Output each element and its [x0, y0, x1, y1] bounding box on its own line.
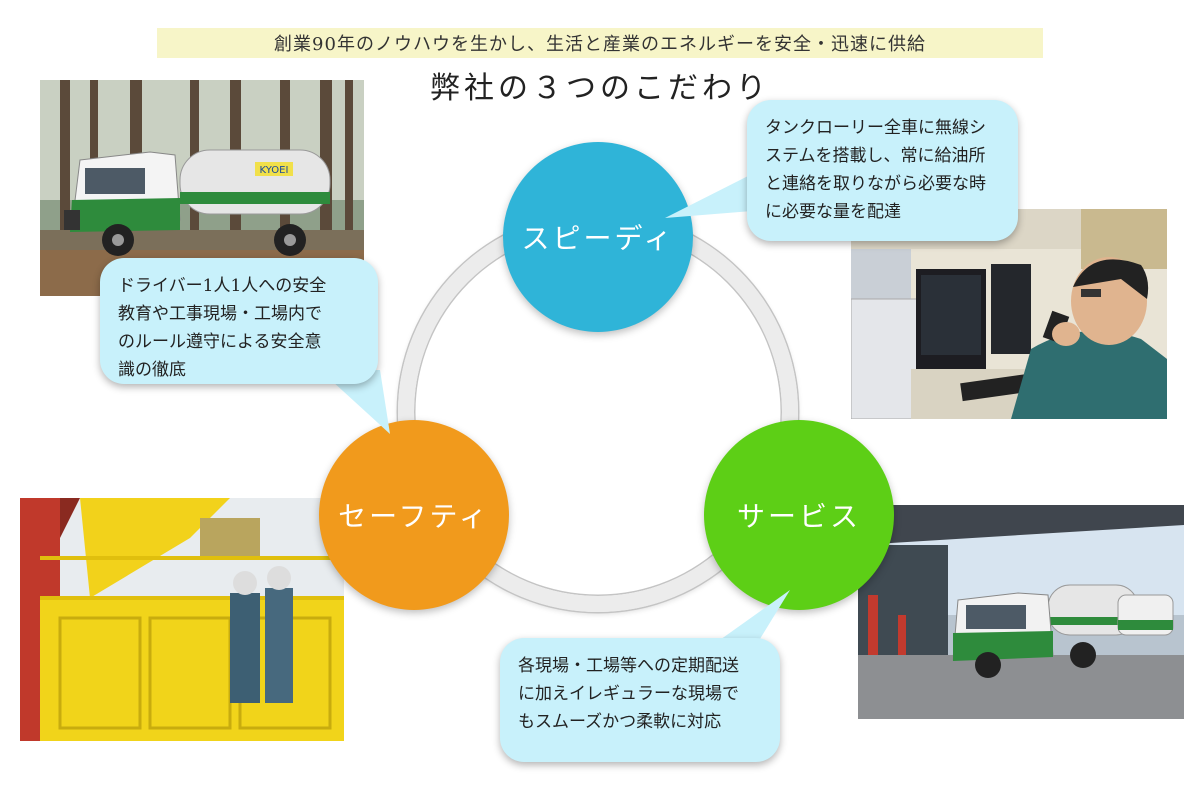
bubble-speedy: タンクローリー全車に無線シ ステムを搭載し、常に給油所 と連絡を取りながら必要な…: [747, 100, 1018, 241]
node-speedy: スピーディ: [503, 142, 693, 332]
bubble-safety-line: 識の徹底: [118, 360, 186, 380]
bubble-service-line: に加えイレギュラーな現場で: [518, 684, 739, 704]
node-service: サービス: [704, 420, 894, 610]
bubble-speedy-tail: [665, 175, 765, 218]
bubble-speedy-line: タンクローリー全車に無線シ: [765, 118, 986, 138]
node-speedy-label: スピーディ: [521, 222, 675, 255]
bubble-service: 各現場・工場等への定期配送 に加えイレギュラーな現場で もスムーズかつ柔軟に対応: [500, 638, 780, 762]
node-safety-label: セーフティ: [338, 500, 490, 533]
photo-tank-trucks-depot: [858, 505, 1184, 719]
photo-workers-yellow-machine: [20, 498, 344, 741]
bubble-speedy-line: と連絡を取りながら必要な時: [765, 174, 986, 194]
bubble-speedy-line: ステムを搭載し、常に給油所: [765, 146, 986, 166]
bubble-safety: ドライバー1人1人への安全 教育や工事現場・工場内で のルール遵守による安全意 …: [100, 258, 378, 384]
bubble-service-line: 各現場・工場等への定期配送: [518, 656, 739, 676]
bubble-service-tail: [710, 590, 790, 647]
photo-tank-truck-forest: KYOEI: [40, 80, 364, 296]
bubble-safety-line: ドライバー1人1人への安全: [118, 276, 327, 296]
node-service-label: サービス: [736, 500, 861, 533]
bubble-safety-line: 教育や工事現場・工場内で: [118, 304, 322, 324]
truck-logo: KYOEI: [260, 165, 289, 176]
bubble-safety-line: のルール遵守による安全意: [118, 332, 322, 352]
tagline-text: 創業90年のノウハウを生かし、生活と産業のエネルギーを安全・迅速に供給: [274, 34, 926, 55]
bubble-service-line: もスムーズかつ柔軟に対応: [518, 712, 722, 732]
bubble-safety-tail: [320, 370, 390, 434]
node-safety: セーフティ: [319, 420, 509, 610]
bubble-speedy-line: に必要な量を配達: [765, 202, 901, 222]
tagline-banner: 創業90年のノウハウを生かし、生活と産業のエネルギーを安全・迅速に供給: [157, 28, 1043, 58]
page-title: 弊社の３つのこだわり: [430, 71, 770, 106]
